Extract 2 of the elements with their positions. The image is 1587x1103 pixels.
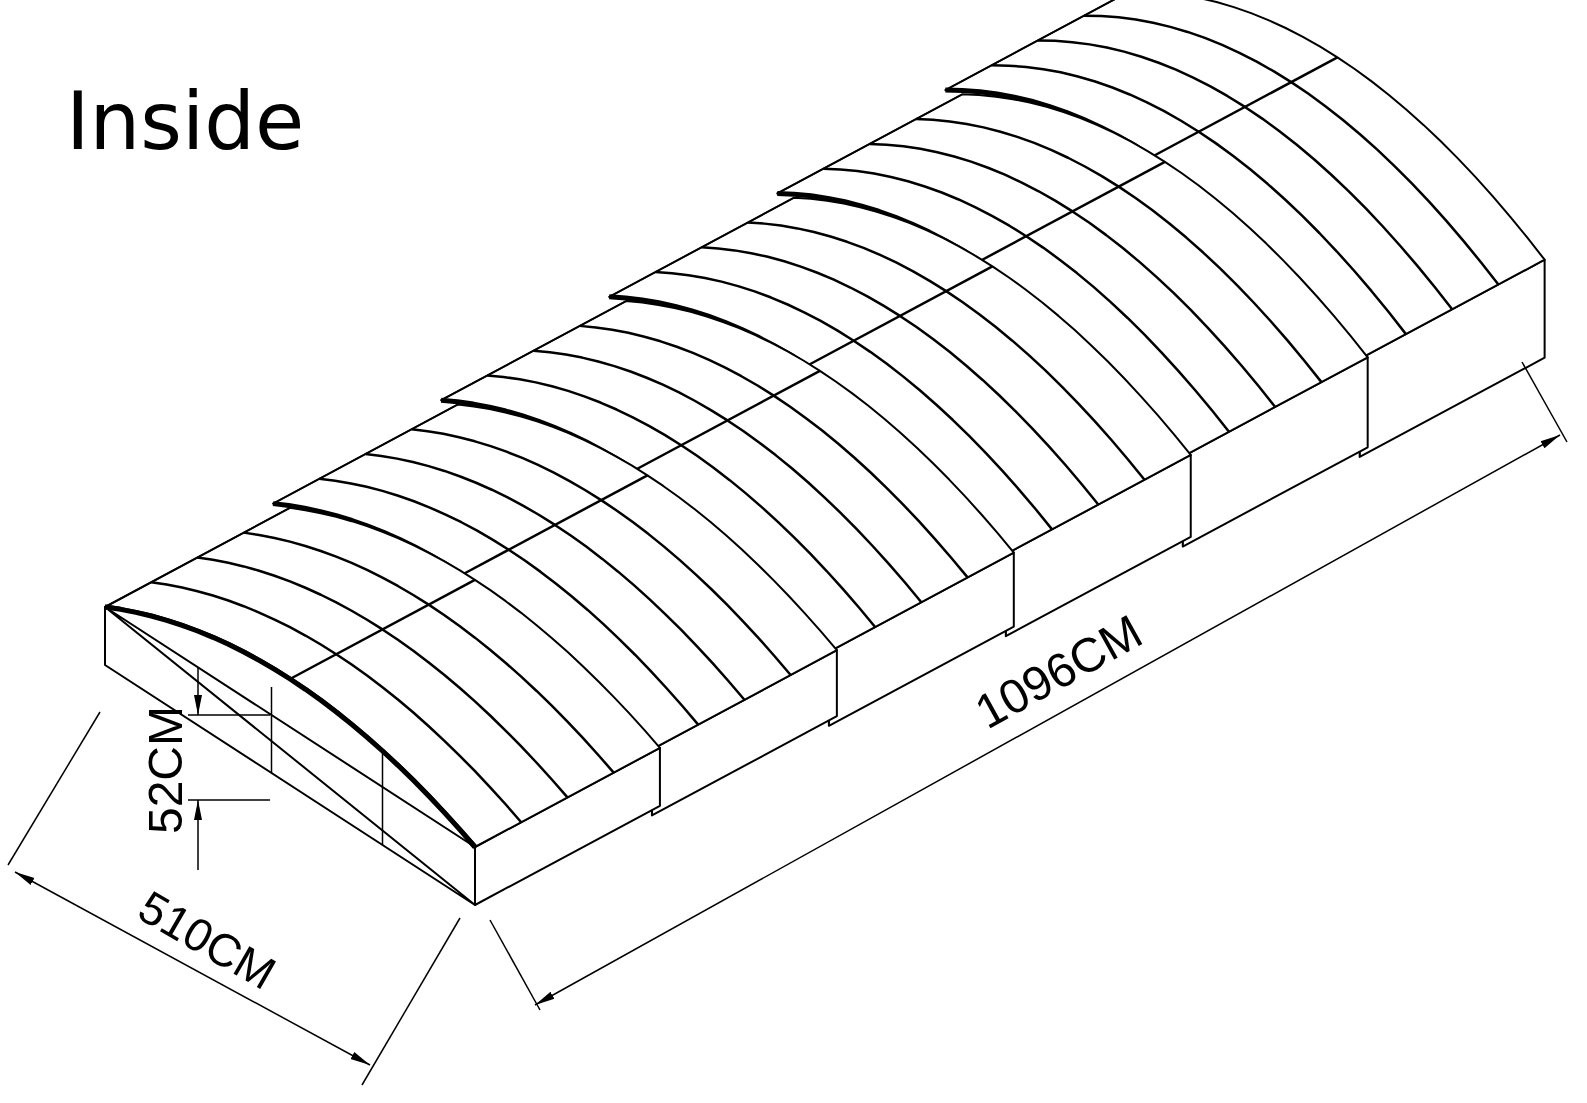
dimension-label: 52CM (142, 706, 190, 834)
title: Inside (66, 82, 305, 162)
